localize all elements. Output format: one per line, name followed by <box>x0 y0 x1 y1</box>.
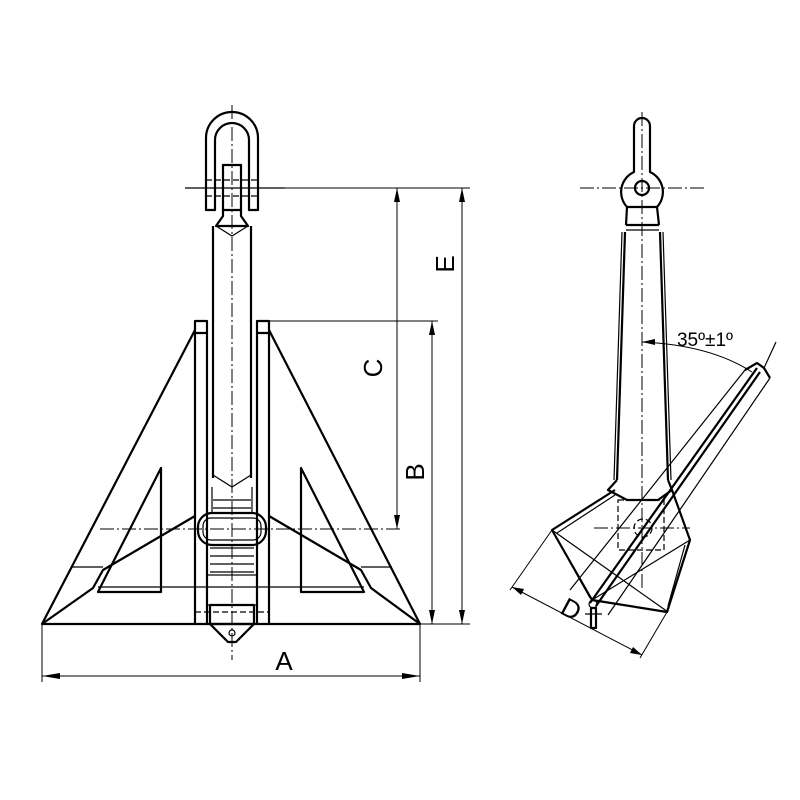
dimension-e-label: E <box>430 255 460 272</box>
dimension-a: A <box>41 624 421 682</box>
crown <box>100 487 400 644</box>
side-view: 35º±1º D <box>509 112 777 659</box>
angle-annotation: 35º±1º <box>641 330 753 373</box>
side-shackle-tab <box>580 116 705 231</box>
dimension-b: B <box>269 320 438 624</box>
shank <box>211 225 253 488</box>
shackle <box>185 110 285 228</box>
dimension-e: E <box>420 188 470 625</box>
dimension-d-label: D <box>556 591 587 626</box>
side-shank <box>606 231 674 502</box>
front-view: A C B E <box>40 105 470 682</box>
angle-label: 35º±1º <box>677 330 733 351</box>
dimension-c: C <box>258 187 470 529</box>
side-fluke-shaft <box>569 341 777 630</box>
dimension-c-label: C <box>358 359 388 378</box>
dimension-a-label: A <box>275 646 293 676</box>
dimension-b-label: B <box>400 463 430 480</box>
